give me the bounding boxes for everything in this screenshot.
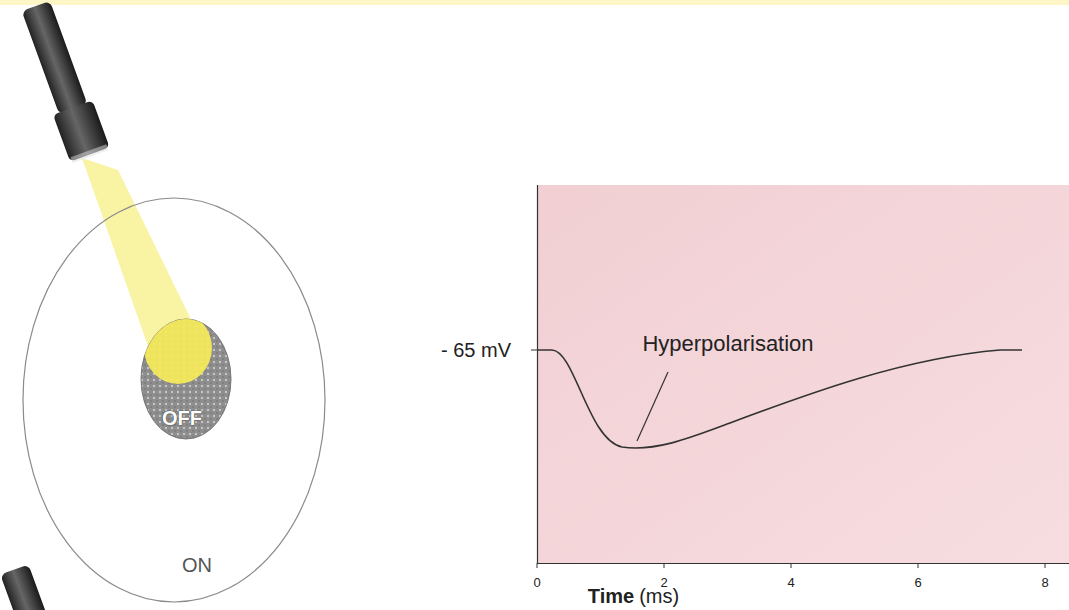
region-label: ON <box>182 554 212 577</box>
x-axis <box>537 563 1069 564</box>
flashlight <box>16 0 110 164</box>
region-label: OFF <box>162 407 202 430</box>
axis-ticks <box>531 350 1045 568</box>
tick-label: 8 <box>1041 575 1048 590</box>
tick-label: 0 <box>533 575 540 590</box>
receptive-field-center: OFF <box>140 318 232 440</box>
leader-line <box>637 372 668 441</box>
y-axis <box>537 185 538 563</box>
flashlight <box>0 564 66 610</box>
axis-unit: (ms) <box>639 585 679 608</box>
tick-label: 4 <box>787 575 794 590</box>
chart-panel <box>537 185 1069 563</box>
receptive-field-surround: ON OFF <box>22 197 326 603</box>
top-band <box>0 0 1069 5</box>
tick-label: 6 <box>914 575 921 590</box>
axis-title: Time <box>588 585 634 608</box>
annotation: Hyperpolarisation <box>642 331 813 357</box>
potential-curve <box>537 350 1022 448</box>
axis-value: - 65 mV <box>441 339 511 362</box>
